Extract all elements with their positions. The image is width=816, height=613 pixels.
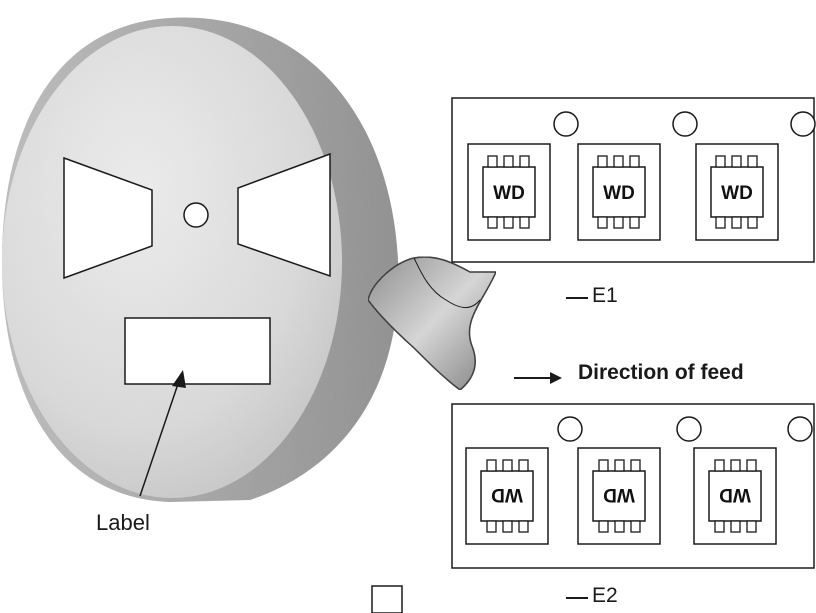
chip-pin bbox=[630, 459, 641, 472]
chip-pin bbox=[598, 520, 609, 533]
label-callout-arrow bbox=[139, 370, 186, 497]
chip-pin bbox=[503, 155, 514, 168]
tape-e2-pocket: WD bbox=[693, 447, 777, 545]
tape-strip-fold bbox=[413, 257, 481, 308]
reel-window-right bbox=[237, 152, 331, 278]
feed-direction-text: Direction of feed bbox=[578, 361, 744, 384]
sprocket-hole bbox=[787, 416, 813, 442]
tape-e2-pocket: WD bbox=[577, 447, 661, 545]
chip: WD bbox=[592, 459, 646, 533]
reel bbox=[2, 17, 399, 503]
chip-body bbox=[592, 470, 646, 522]
chip-pin bbox=[487, 216, 498, 229]
tape-e1-pocket: WD bbox=[467, 143, 551, 241]
chip-pin bbox=[746, 459, 757, 472]
chip-pin bbox=[629, 216, 640, 229]
chip-pin bbox=[715, 216, 726, 229]
chip-pin bbox=[747, 216, 758, 229]
tape-e1-designation: E1 bbox=[592, 284, 618, 307]
chip-pin bbox=[597, 216, 608, 229]
chip-pin bbox=[629, 155, 640, 168]
reel-window-left bbox=[63, 156, 153, 280]
chip-pin bbox=[746, 520, 757, 533]
chip-body bbox=[592, 166, 646, 218]
chip-pin bbox=[614, 520, 625, 533]
right-arrow-icon bbox=[514, 372, 562, 384]
chip-pin bbox=[519, 155, 530, 168]
chip-marking: WD bbox=[721, 183, 753, 204]
chip-marking: WD bbox=[719, 484, 751, 505]
chip-pin bbox=[715, 155, 726, 168]
chip-marking: WD bbox=[493, 183, 525, 204]
reel-label-area bbox=[124, 317, 271, 385]
tape-e1-pocket: WD bbox=[577, 143, 661, 241]
chip-pin bbox=[486, 520, 497, 533]
chip-marking: WD bbox=[603, 484, 635, 505]
sprocket-hole bbox=[676, 416, 702, 442]
chip-marking: WD bbox=[603, 183, 635, 204]
chip: WD bbox=[708, 459, 762, 533]
carrier-tape-e1: WD WD WD bbox=[451, 97, 816, 263]
carrier-tape-e2: WD WD WD bbox=[451, 403, 815, 569]
chip-pin bbox=[730, 520, 741, 533]
chip-pin bbox=[731, 155, 742, 168]
reel-hub-hole bbox=[183, 202, 209, 228]
tape-e2-designation: E2 bbox=[592, 584, 618, 607]
chip-pin bbox=[613, 155, 624, 168]
chip-pin bbox=[731, 216, 742, 229]
chip-pin bbox=[486, 459, 497, 472]
chip-pin bbox=[613, 216, 624, 229]
chip-pin bbox=[503, 216, 514, 229]
label-callout-text: Label bbox=[96, 510, 150, 535]
chip: WD bbox=[710, 155, 764, 229]
chip-pin bbox=[502, 520, 513, 533]
tape-strip bbox=[367, 256, 498, 391]
chip-pin bbox=[630, 520, 641, 533]
chip-pin bbox=[597, 155, 608, 168]
chip-pin bbox=[714, 459, 725, 472]
chip-pin bbox=[518, 520, 529, 533]
chip-pin bbox=[519, 216, 530, 229]
chip: WD bbox=[480, 459, 534, 533]
chip-body bbox=[708, 470, 762, 522]
chip-pin bbox=[614, 459, 625, 472]
chip-pin bbox=[598, 459, 609, 472]
sprocket-hole bbox=[557, 416, 583, 442]
chip: WD bbox=[592, 155, 646, 229]
chip-pin bbox=[730, 459, 741, 472]
tape-e2-pocket: WD bbox=[465, 447, 549, 545]
sprocket-hole bbox=[672, 111, 698, 137]
chip-pin bbox=[747, 155, 758, 168]
chip-pin bbox=[502, 459, 513, 472]
sprocket-hole bbox=[790, 111, 816, 137]
chip: WD bbox=[482, 155, 536, 229]
chip-pin bbox=[487, 155, 498, 168]
chip-body bbox=[482, 166, 536, 218]
chip-pin bbox=[714, 520, 725, 533]
chip-marking: WD bbox=[491, 484, 523, 505]
sprocket-hole bbox=[553, 111, 579, 137]
chip-pin bbox=[518, 459, 529, 472]
tape-e1-pocket: WD bbox=[695, 143, 779, 241]
legend-box bbox=[371, 585, 403, 613]
